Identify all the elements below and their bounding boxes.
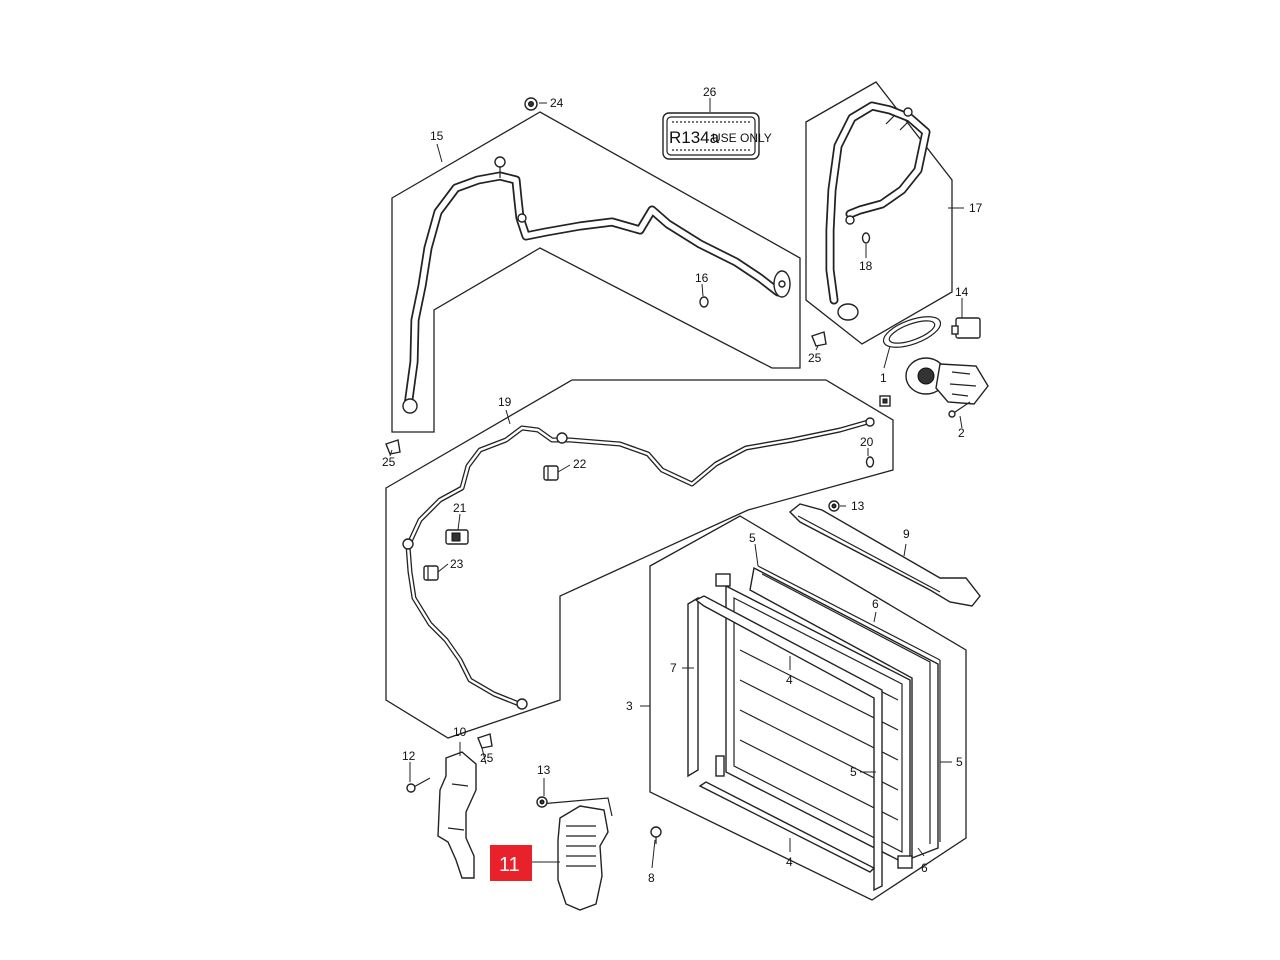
o-ring-part-16 [699,296,709,308]
condenser-seal-part-4 [694,595,883,892]
callout-7: 7 [670,661,677,675]
clip-part-25c [477,733,493,749]
callout-18: 18 [859,259,873,273]
nut-part-13b [536,796,548,808]
compressor-nut-part [879,395,891,407]
clamp-part-23 [423,565,439,581]
discharge-hose [402,156,791,414]
pipe-group-frame [385,379,894,739]
label-small-text: USE ONLY [712,131,772,145]
clip-part-25a [385,439,401,455]
callout-23: 23 [450,557,464,571]
suction-hose [825,101,931,321]
callout-19: 19 [498,395,512,409]
condenser-group-frame [649,515,967,901]
suction-hose-group-frame [805,81,953,345]
callout-17: 17 [969,201,983,215]
callout-10: 10 [453,725,467,739]
liquid-pipe [402,417,875,710]
callout-14: 14 [955,285,969,299]
callout-9: 9 [903,527,910,541]
callout-13b: 13 [537,763,551,777]
callout-8: 8 [648,871,655,885]
upper-bracket-part-9 [788,503,981,607]
callout-11: 11 [499,854,520,876]
relay-part-14 [951,317,981,339]
label-big-text: R134a [669,128,720,147]
callout-21: 21 [453,501,467,515]
bolt-part-2 [948,401,971,418]
clip-part-25b [811,331,827,347]
bracket-part-10 [437,751,477,879]
o-ring-part-20 [865,456,875,468]
callout-5b: 5 [850,765,857,779]
callout-5a: 5 [749,531,756,545]
condenser-side-frame-7 [687,596,725,778]
nut-part-13a [828,500,840,512]
callout-5c: 5 [956,755,963,769]
compressor [905,357,989,405]
callout-25a: 25 [382,455,396,469]
callout-24: 24 [550,96,564,110]
highlight-box [490,845,532,881]
highlighted-callout-11: 11 [490,845,532,881]
callout-13a: 13 [851,499,865,513]
refrigerant-label-part-26: R134a USE ONLY [662,112,772,160]
nut-part-24 [524,97,538,111]
bolt-part-8 [650,826,662,844]
callout-12: 12 [402,749,416,763]
o-ring-part-18 [861,232,871,244]
callout-numbers: 26 24 15 16 17 18 14 25 1 2 19 20 22 21 … [382,85,983,885]
callout-25b: 25 [808,351,822,365]
callout-4a: 4 [786,673,793,687]
callout-16: 16 [695,271,709,285]
callout-4b: 4 [786,855,793,869]
bolt-part-12 [406,777,431,793]
callout-15: 15 [430,129,444,143]
callout-20: 20 [860,435,874,449]
drive-belt-part-1 [882,316,942,348]
callout-2: 2 [958,426,965,440]
hose-group-frame [391,111,801,433]
leader-lines [389,98,964,869]
callout-3: 3 [626,699,633,713]
bracket-part-11 [539,797,613,911]
callout-6b: 6 [921,861,928,875]
callout-6a: 6 [872,597,879,611]
switch-part-21 [445,529,469,545]
callout-25c: 25 [480,751,494,765]
condenser-seal-part-5 [757,565,941,842]
callout-1: 1 [880,371,887,385]
callout-26: 26 [703,85,717,99]
callout-22: 22 [573,457,587,471]
clamp-part-22 [543,465,559,481]
